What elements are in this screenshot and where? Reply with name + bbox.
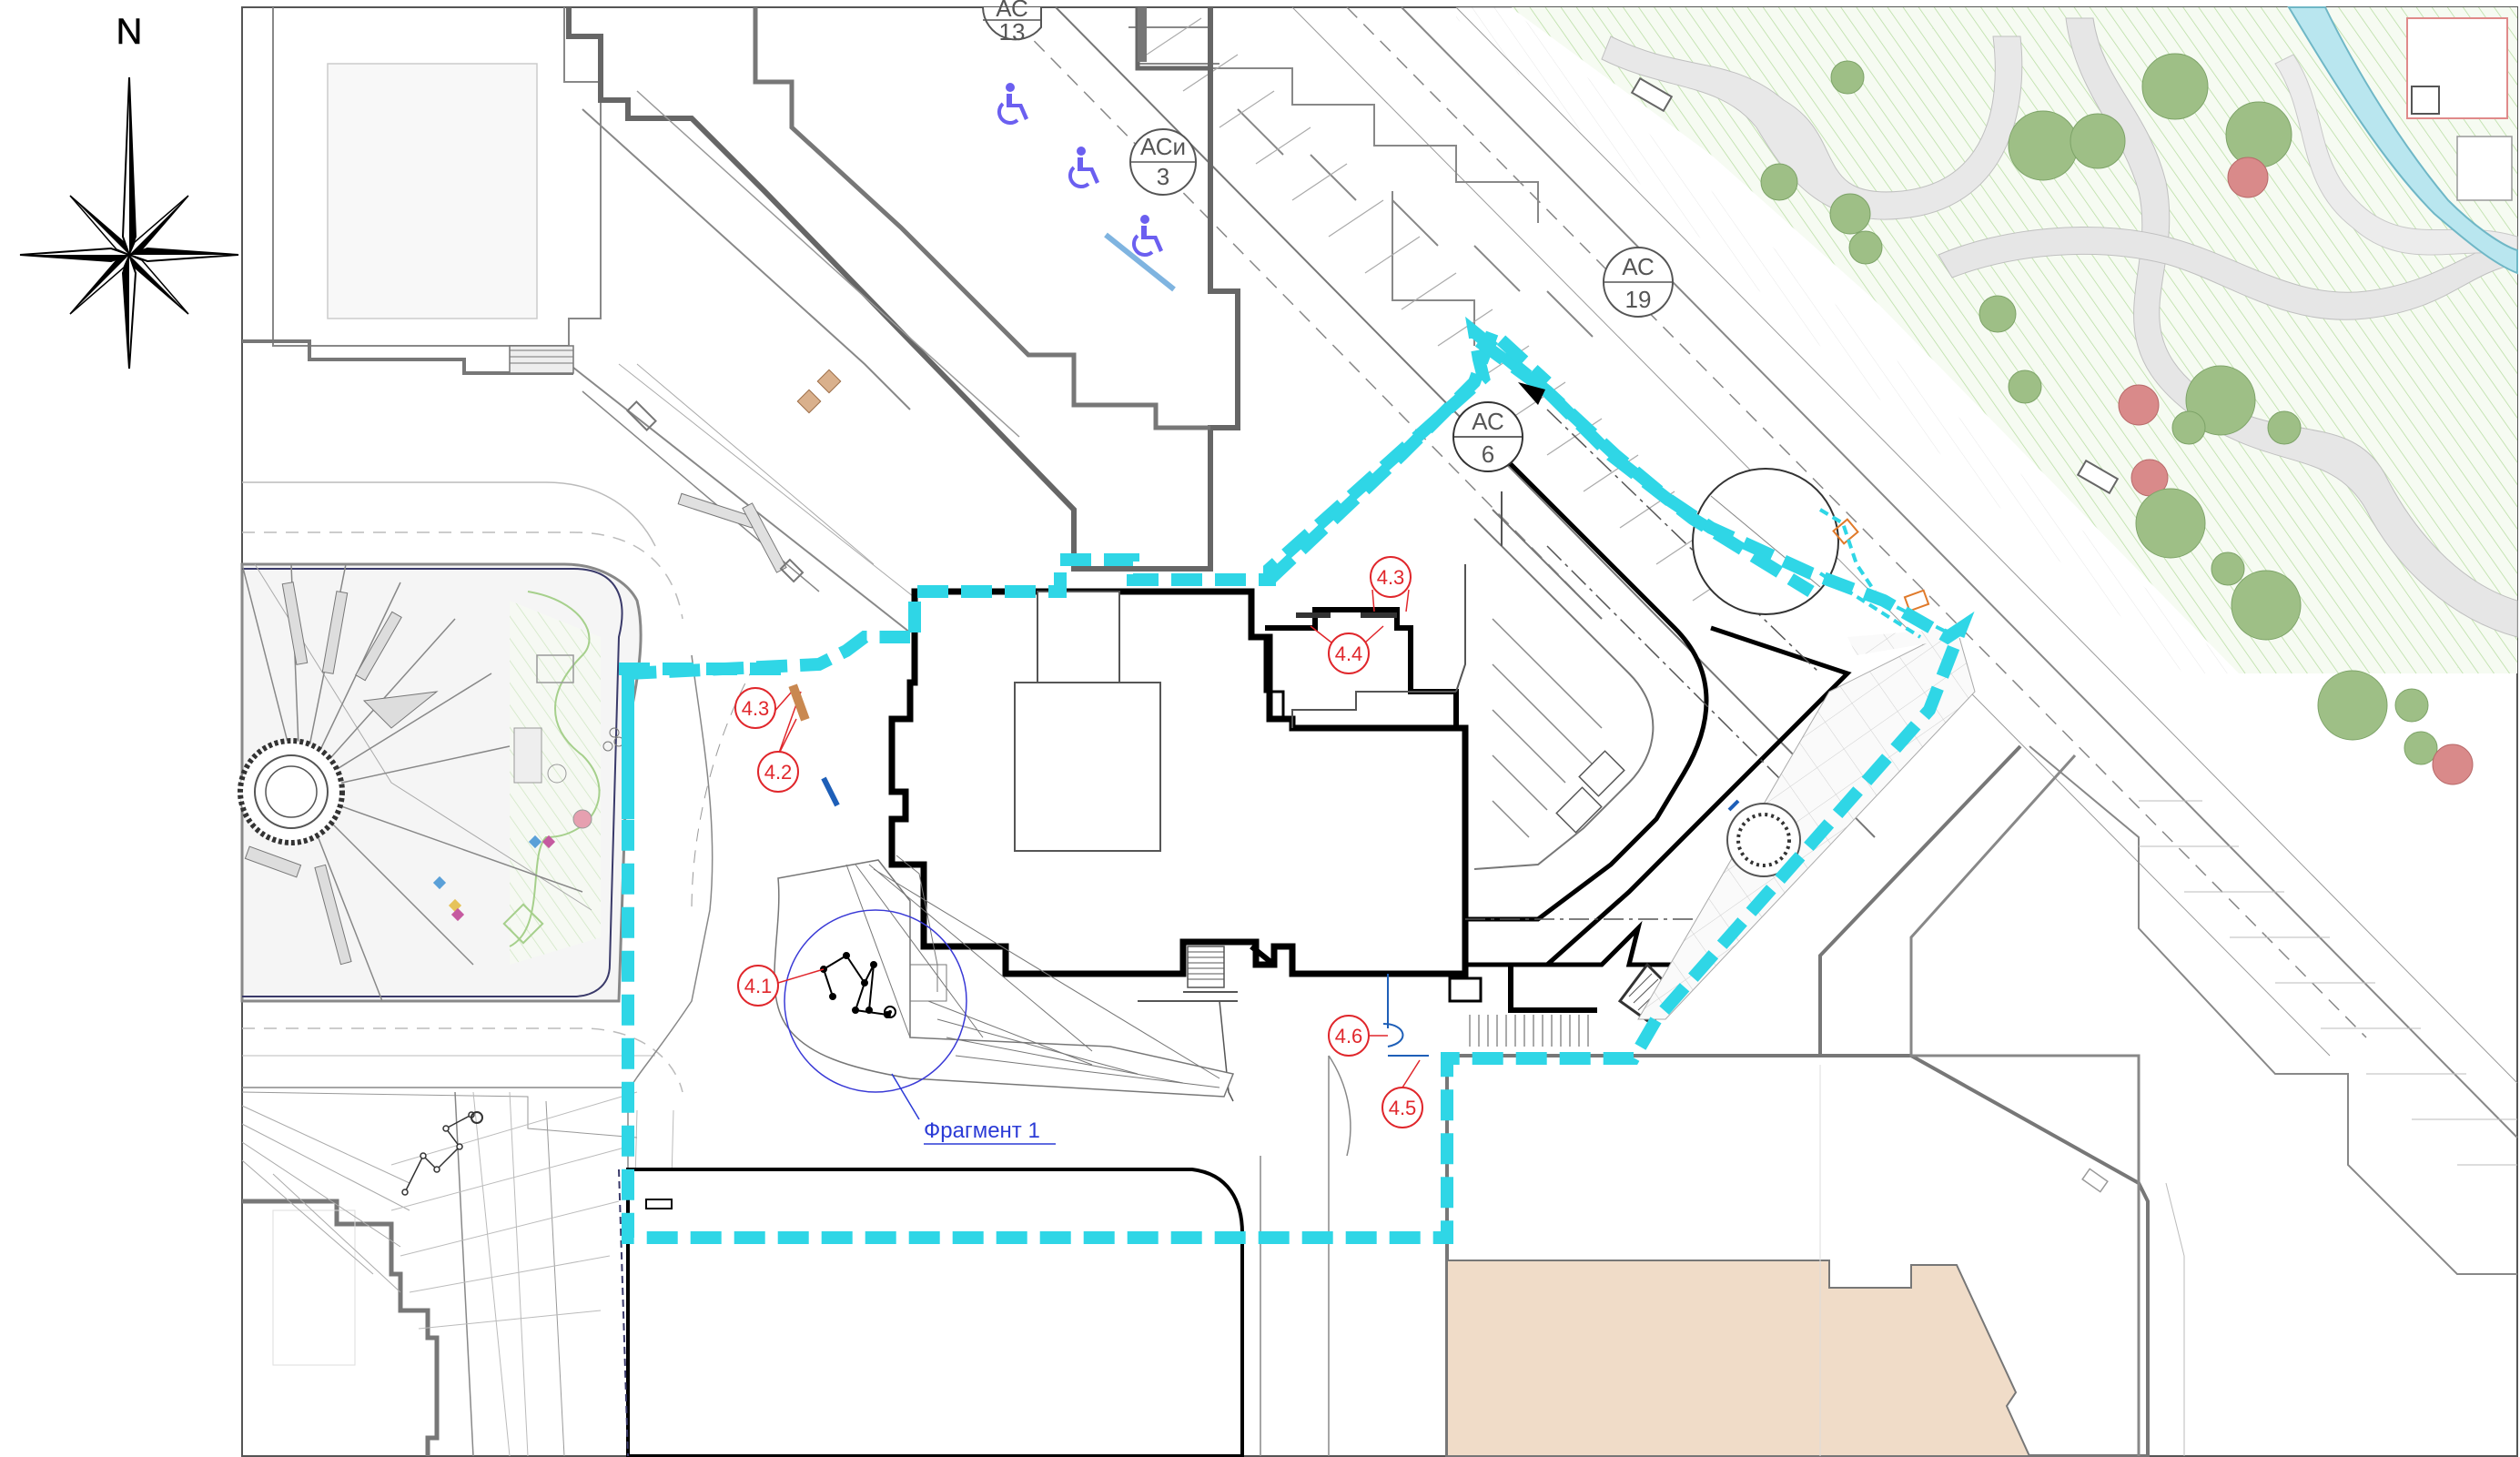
fragment-label-group: Фрагмент 1	[891, 1073, 1056, 1145]
ac-marker-13-top: АС	[996, 0, 1028, 22]
ac-marker-6-bottom: 6	[1482, 440, 1494, 468]
round-planter	[1726, 803, 1801, 877]
park-trees	[1760, 53, 2474, 785]
blue-mark	[821, 776, 840, 807]
ac-marker-3: АСи 3	[1129, 128, 1197, 196]
right-block	[1263, 409, 1852, 1047]
ac-marker-3-bottom: 3	[1157, 163, 1169, 190]
blue-line-group	[1382, 974, 1429, 1057]
callout-4-3b-text: 4.3	[1377, 566, 1405, 589]
callout-4-3b: 4.3	[1370, 556, 1412, 612]
ac-marker-6-top: АС	[1472, 408, 1504, 435]
callout-4-3a-text: 4.3	[742, 697, 770, 720]
street-furniture	[509, 345, 805, 583]
ac-marker-19-top: АС	[1622, 253, 1655, 280]
ac-marker-13: АС 13	[982, 0, 1042, 46]
blue-mark	[1727, 799, 1740, 812]
project-boundary	[622, 316, 1975, 1244]
marker-square	[816, 369, 842, 394]
north-arrow-icon	[19, 76, 239, 369]
callout-4-4: 4.4	[1296, 612, 1397, 674]
upper-buildings	[242, 7, 1240, 572]
wheelchair-icon	[1131, 215, 1163, 258]
ac-marker-13-bottom: 13	[999, 18, 1026, 46]
lower-left-area	[241, 1091, 638, 1457]
park-area	[1456, 6, 2518, 785]
callout-4-2: 4.2	[757, 683, 810, 793]
ac-marker-6: АС 6	[1452, 401, 1523, 472]
left-plaza	[238, 562, 643, 1003]
callout-4-5: 4.5	[1381, 1059, 1423, 1128]
fan-plaza	[774, 855, 1235, 1098]
ac-marker-3-top: АСи	[1140, 133, 1186, 160]
callout-4-2-text: 4.2	[764, 761, 793, 784]
ac-marker-19-bottom: 19	[1625, 286, 1652, 313]
callout-4-5-text: 4.5	[1389, 1097, 1417, 1119]
callout-4-6-text: 4.6	[1335, 1025, 1363, 1047]
lower-right-buildings	[1445, 744, 2517, 1457]
ramp-markers	[1832, 518, 1930, 612]
callout-4-1: 4.1	[737, 965, 825, 1007]
wheelchair-icon	[997, 83, 1028, 126]
callout-4-3a: 4.3	[734, 687, 793, 729]
blue-curb-mark	[1104, 232, 1176, 292]
fragment-circle	[784, 909, 967, 1093]
north-label: N	[116, 12, 143, 52]
wheelchair-icon	[1068, 147, 1099, 189]
main-building	[888, 588, 1469, 1102]
triangle-marker	[1518, 382, 1545, 405]
marker-square	[796, 389, 822, 414]
callout-4-6: 4.6	[1328, 1015, 1388, 1057]
callout-4-4-text: 4.4	[1335, 642, 1363, 665]
callout-4-1-text: 4.1	[744, 975, 773, 997]
fragment-label: Фрагмент 1	[924, 1118, 1040, 1143]
ac-marker-19: АС 19	[1603, 247, 1674, 318]
